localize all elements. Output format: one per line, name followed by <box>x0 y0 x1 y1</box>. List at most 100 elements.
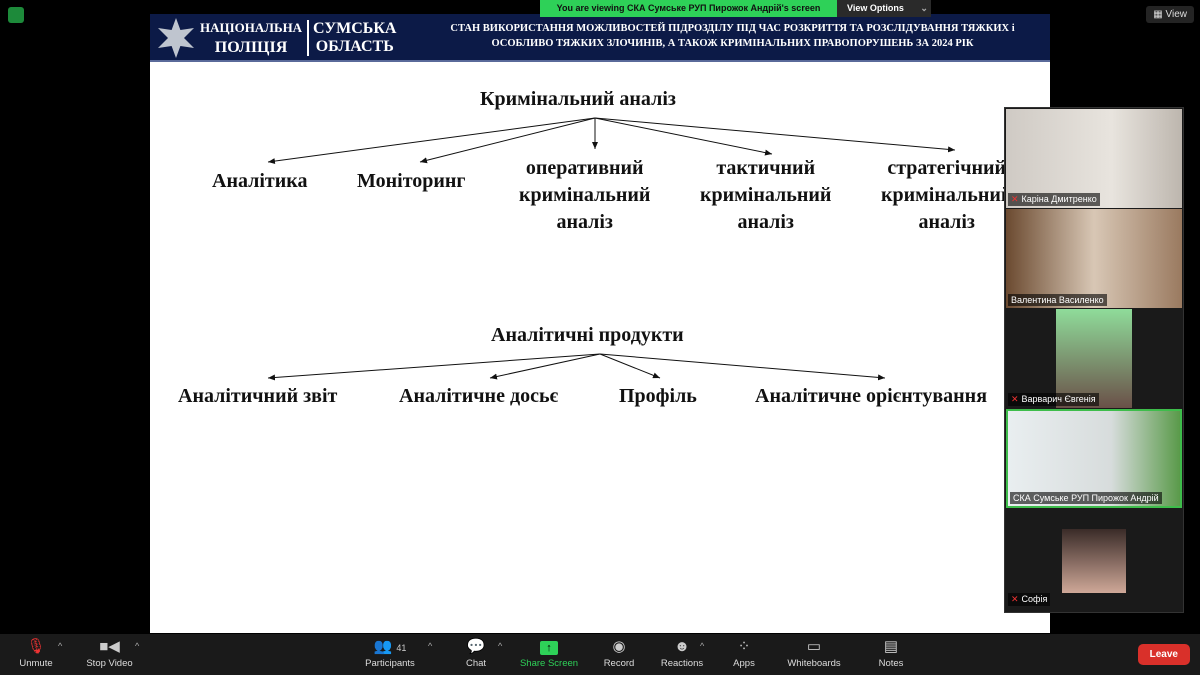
muted-mic-icon: ✕ <box>1011 194 1019 204</box>
node-line: аналіз <box>556 211 613 233</box>
arrow <box>267 117 596 165</box>
tree-arrows <box>267 117 956 381</box>
record-icon: ◉ <box>612 638 626 655</box>
participant-tile[interactable]: ✕Софія <box>1006 509 1182 608</box>
share-screen-label: Share Screen <box>519 658 579 669</box>
view-label: View <box>1165 9 1188 20</box>
participant-tile-active[interactable]: СКА Сумське РУП Пирожок Андрій <box>1006 409 1182 508</box>
org-name: НАЦІОНАЛЬНА ПОЛІЦІЯ <box>200 18 302 58</box>
tree2-node: Аналітичний звіт <box>178 385 338 407</box>
participants-count: 41 <box>396 643 407 653</box>
region-line1: СУМСЬКА <box>313 20 397 37</box>
participant-name: СКА Сумське РУП Пирожок Андрій <box>1013 493 1159 503</box>
arrow <box>599 353 886 381</box>
apps-icon: ⁘ <box>737 638 751 655</box>
reactions-button[interactable]: ☻ Reactions <box>658 634 706 675</box>
audio-options-caret[interactable]: ^ <box>58 641 63 651</box>
muted-mic-icon: ✕ <box>1011 594 1019 604</box>
whiteboard-icon: ▭ <box>806 638 822 655</box>
reactions-options-caret[interactable]: ^ <box>700 641 705 651</box>
arrow <box>599 353 661 379</box>
record-button[interactable]: ◉ Record <box>600 634 638 675</box>
header-divider <box>307 20 309 56</box>
tree1-node: тактичний кримінальний аналіз <box>700 155 831 236</box>
participant-name: Софія <box>1021 594 1048 604</box>
reactions-icon: ☻ <box>674 638 690 655</box>
chat-label: Chat <box>465 658 487 669</box>
unmute-button[interactable]: 🎙 Unmute <box>12 634 60 675</box>
tree1-node: Моніторинг <box>357 170 466 192</box>
chat-button[interactable]: 💬 Chat <box>460 634 492 675</box>
arrow <box>594 117 956 153</box>
tree2-node: Профіль <box>619 385 697 407</box>
arrow <box>419 117 596 164</box>
tree2-node: Аналітичне досьє <box>399 385 559 407</box>
chevron-down-icon: ⌄ <box>920 3 928 13</box>
share-screen-button[interactable]: ↑Share Screen <box>518 634 580 675</box>
participant-tile[interactable]: Валентина Василенко <box>1006 209 1182 308</box>
whiteboards-button[interactable]: ▭ Whiteboards <box>784 634 844 675</box>
notes-button[interactable]: ▤ Notes <box>874 634 908 675</box>
participant-name: Каріна Дмитренко <box>1021 194 1097 204</box>
node-line: стратегічний <box>887 157 1007 179</box>
view-button[interactable]: ▦ View <box>1146 6 1194 23</box>
notes-icon: ▤ <box>883 638 899 655</box>
node-line: аналіз <box>737 211 794 233</box>
tree2-node: Аналітичне орієнтування <box>755 385 988 407</box>
video-options-caret[interactable]: ^ <box>135 641 140 651</box>
security-shield-icon[interactable] <box>8 7 24 23</box>
muted-mic-icon: ✕ <box>1011 394 1019 404</box>
participant-tile[interactable]: ✕Варварич Євгенія <box>1006 309 1182 408</box>
participants-options-caret[interactable]: ^ <box>428 641 433 651</box>
org-line1: НАЦІОНАЛЬНА <box>200 20 303 35</box>
reactions-label: Reactions <box>660 658 704 669</box>
muted-mic-icon: 🎙 <box>26 638 46 655</box>
stop-video-label: Stop Video <box>86 658 133 669</box>
tree1-node: оперативний кримінальний аналіз <box>519 155 650 236</box>
view-options-button[interactable]: View Options ⌄ <box>837 0 931 17</box>
notes-label: Notes <box>878 658 904 669</box>
chat-options-caret[interactable]: ^ <box>498 641 503 651</box>
slide-title: СТАН ВИКОРИСТАННЯ МОЖЛИВОСТЕЙ ПІДРОЗДІЛУ… <box>420 21 1045 51</box>
participant-name: Валентина Василенко <box>1011 295 1104 305</box>
node-line: кримінальний <box>881 184 1013 206</box>
whiteboards-label: Whiteboards <box>787 658 841 669</box>
node-line: кримінальний <box>519 184 651 206</box>
tree1-root: Кримінальний аналіз <box>480 88 676 110</box>
unmute-label: Unmute <box>19 658 53 669</box>
region-line2: ОБЛАСТЬ <box>315 38 394 55</box>
participants-gallery: ✕Каріна Дмитренко Валентина Василенко ✕В… <box>1004 107 1184 613</box>
arrow <box>267 353 601 381</box>
chat-icon: 💬 <box>466 638 486 655</box>
participants-label: Participants <box>365 658 415 669</box>
title-line1: СТАН ВИКОРИСТАННЯ МОЖЛИВОСТЕЙ ПІДРОЗДІЛУ… <box>450 23 1015 34</box>
viewing-banner: You are viewing СКА Сумське РУП Пирожок … <box>540 0 837 17</box>
node-line: аналіз <box>918 211 975 233</box>
participants-icon: 👥 <box>373 638 393 655</box>
org-line2: ПОЛІЦІЯ <box>214 39 288 56</box>
leave-button[interactable]: Leave <box>1137 644 1190 665</box>
arrow <box>594 117 773 156</box>
apps-button[interactable]: ⁘ Apps <box>728 634 760 675</box>
tree1-node: Аналітика <box>212 170 308 192</box>
video-camera-icon: ■◀ <box>99 638 120 655</box>
tree2-root: Аналітичні продукти <box>491 324 684 346</box>
node-line: тактичний <box>716 157 816 179</box>
stop-video-button[interactable]: ■◀ Stop Video <box>82 634 137 675</box>
share-screen-icon: ↑ <box>518 634 580 658</box>
title-line2: ОСОБЛИВО ТЯЖКИХ ЗЛОЧИНІВ, А ТАКОЖ КРИМІН… <box>491 38 974 49</box>
node-line: оперативний <box>525 157 644 179</box>
node-line: кримінальний <box>700 184 832 206</box>
participant-tile[interactable]: ✕Каріна Дмитренко <box>1006 109 1182 208</box>
tree1-node: стратегічний кримінальний аналіз <box>881 155 1012 236</box>
record-label: Record <box>603 658 635 669</box>
arrow <box>489 353 601 380</box>
view-options-label: View Options <box>847 3 904 13</box>
participant-name: Варварич Євгенія <box>1021 394 1096 404</box>
apps-label: Apps <box>733 658 755 669</box>
